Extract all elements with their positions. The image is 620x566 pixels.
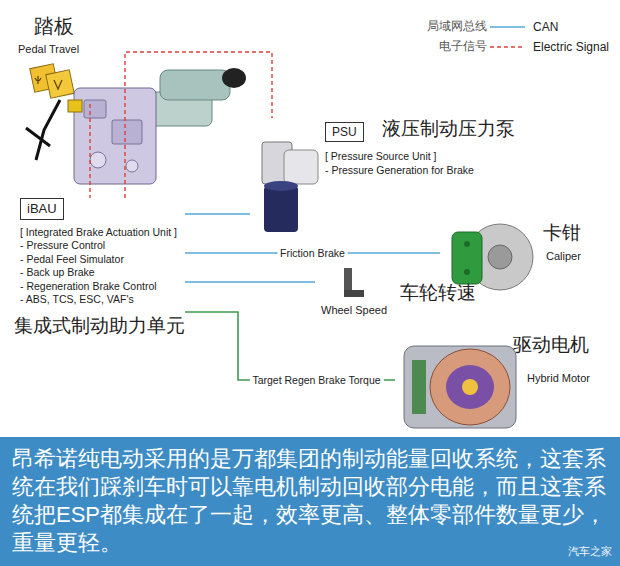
legend-label: 电子信号 xyxy=(439,39,487,53)
valve-body xyxy=(74,88,156,184)
edge-label: Friction Brake xyxy=(277,247,348,260)
can-line xyxy=(185,281,315,283)
pedal-lever xyxy=(36,100,60,160)
legend-text: Electric Signal xyxy=(533,40,609,54)
reservoir-cap xyxy=(222,68,246,88)
caliper-bolt xyxy=(464,241,470,247)
valve-detail xyxy=(84,100,106,118)
component-group: 车轮转速 Wheel Speed xyxy=(315,264,495,326)
pump-motor xyxy=(264,186,298,232)
motor-housing xyxy=(404,346,516,428)
pedal-sensor xyxy=(46,70,74,98)
component-label: - Back up Brake xyxy=(20,266,185,280)
pump-motor-top xyxy=(264,181,298,191)
connector xyxy=(68,100,82,112)
component-label: [ Integrated Brake Actuation Unit ] xyxy=(20,226,185,240)
signal-line xyxy=(125,52,272,198)
motor-shaft xyxy=(462,379,478,395)
component-label: Hybrid Motor xyxy=(527,372,590,385)
component-group: 卡钳 Caliper xyxy=(440,220,600,292)
brake-hub xyxy=(488,245,512,269)
pedal-foot xyxy=(26,128,50,146)
valve-detail xyxy=(90,152,106,168)
motor-stator xyxy=(412,360,426,414)
valve-detail xyxy=(112,120,142,144)
component-group: iBAU[ Integrated Brake Actuation Unit ]-… xyxy=(14,198,185,341)
component-group: 踏板 Pedal Travel xyxy=(12,14,118,104)
can-line xyxy=(185,213,250,215)
legend-swatch xyxy=(490,46,525,48)
edge-label: Target Regen Brake Torque xyxy=(249,374,383,387)
component-label: - Pedal Feel Simulator xyxy=(20,253,185,267)
component-label: Pedal Travel xyxy=(18,43,79,56)
motor-rotor xyxy=(446,365,494,409)
valve-detail xyxy=(126,160,138,172)
component-label: - Regeneration Brake Control xyxy=(20,280,185,294)
component-label: Caliper xyxy=(546,250,581,263)
component-label: 集成式制动助力单元 xyxy=(14,315,185,342)
caption-text: 昂希诺纯电动采用的是万都集团的制动能量回收系统，这套系统在我们踩刹车时可以靠电机… xyxy=(12,445,608,557)
caliper-bolt xyxy=(464,269,470,275)
signal-line xyxy=(89,104,90,198)
component-label: 车轮转速 xyxy=(400,282,476,305)
component-label: 驱动电机 xyxy=(513,334,589,357)
component-label: 液压制动压力泵 xyxy=(382,118,515,141)
unit-tag: iBAU xyxy=(20,198,64,220)
motor-winding xyxy=(430,349,510,425)
wheel-speed-sensor xyxy=(344,290,364,297)
caliper-body xyxy=(452,232,482,284)
legend-text: CAN xyxy=(533,20,558,34)
component-group: PSU 液压制动压力泵 [ Pressure Source Unit ]- Pres… xyxy=(250,118,565,236)
pump-cylinder xyxy=(284,150,318,184)
torque-line xyxy=(185,312,395,380)
component-label: 踏板 xyxy=(34,14,74,38)
legend-label: 局域网总线 xyxy=(427,19,487,33)
component-group: 驱动电机 Hybrid Motor xyxy=(395,330,610,434)
component-label: - Pressure Generation for Brake xyxy=(325,164,474,177)
component-label: 卡钳 xyxy=(543,222,581,245)
component-label: - Pressure Control xyxy=(20,239,185,253)
unit-tag: PSU xyxy=(325,122,364,142)
component-label: [ Pressure Source Unit ] xyxy=(325,150,436,163)
watermark: 汽车之家 xyxy=(568,545,612,558)
reservoir xyxy=(160,70,230,100)
sensor-symbol xyxy=(35,76,41,84)
sensor-symbol xyxy=(54,80,62,89)
component-label: Wheel Speed xyxy=(321,304,387,317)
component-label: - ABS, TCS, ESC, VAF's xyxy=(20,293,185,307)
caption-band: 昂希诺纯电动采用的是万都集团的制动能量回收系统，这套系统在我们踩刹车时可以靠电机… xyxy=(0,437,620,566)
legend-swatch xyxy=(490,26,525,28)
